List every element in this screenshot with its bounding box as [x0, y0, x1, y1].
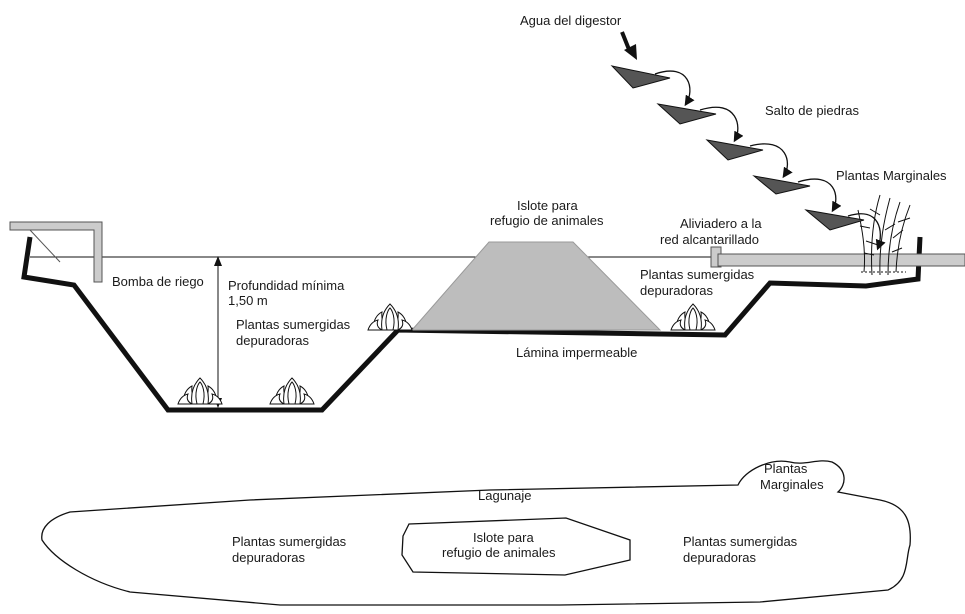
plan-islote — [401, 517, 631, 576]
islote-shape — [410, 241, 662, 331]
plant-icon — [269, 377, 315, 405]
label-sumergidas-left-line2: depuradoras — [236, 333, 309, 348]
label-islote-line2: refugio de animales — [490, 213, 604, 228]
aliviadero-pipe — [717, 253, 965, 267]
plant-icon — [670, 303, 716, 331]
plan-label-islote-line2: refugio de animales — [442, 545, 556, 560]
bomba-pipe — [9, 221, 103, 283]
label-sumergidas-right-line1: Plantas sumergidas — [640, 267, 755, 282]
plan-label-islote-line1: Islote para — [473, 530, 534, 545]
label-islote-line1: Islote para — [517, 198, 578, 213]
plan-outline — [41, 460, 911, 606]
label-salto-piedras: Salto de piedras — [765, 103, 859, 118]
label-bomba-riego: Bomba de riego — [112, 274, 204, 289]
reeds-icon — [857, 194, 911, 276]
label-profundidad-line2: 1,50 m — [228, 293, 268, 308]
plan-label-sumergidas-right-line1: Plantas sumergidas — [683, 534, 798, 549]
plan-label-marginales-line1: Plantas — [764, 461, 808, 476]
bomba-diagonal — [29, 229, 61, 263]
plan-label-sumergidas-right-line2: depuradoras — [683, 550, 756, 565]
plan-label-marginales-line2: Marginales — [760, 477, 824, 492]
plan-label-sumergidas-left-line2: depuradoras — [232, 550, 305, 565]
cascade-arrows — [654, 70, 886, 251]
plan-label-sumergidas-left-line1: Plantas sumergidas — [232, 534, 347, 549]
label-aliviadero-line2: red alcantarillado — [660, 232, 759, 247]
label-agua-digestor: Agua del digestor — [520, 13, 622, 28]
plant-icon — [367, 303, 413, 331]
label-plantas-marginales: Plantas Marginales — [836, 168, 947, 183]
plant-icon — [177, 377, 223, 405]
stones-cascade — [610, 65, 865, 231]
label-sumergidas-right-line2: depuradoras — [640, 283, 713, 298]
label-aliviadero-line1: Aliviadero a la — [680, 216, 762, 231]
label-lamina: Lámina impermeable — [516, 345, 637, 360]
plan-label-lagunaje: Lagunaje — [478, 488, 532, 503]
label-sumergidas-left-line1: Plantas sumergidas — [236, 317, 351, 332]
label-profundidad-line1: Profundidad mínima — [228, 278, 345, 293]
